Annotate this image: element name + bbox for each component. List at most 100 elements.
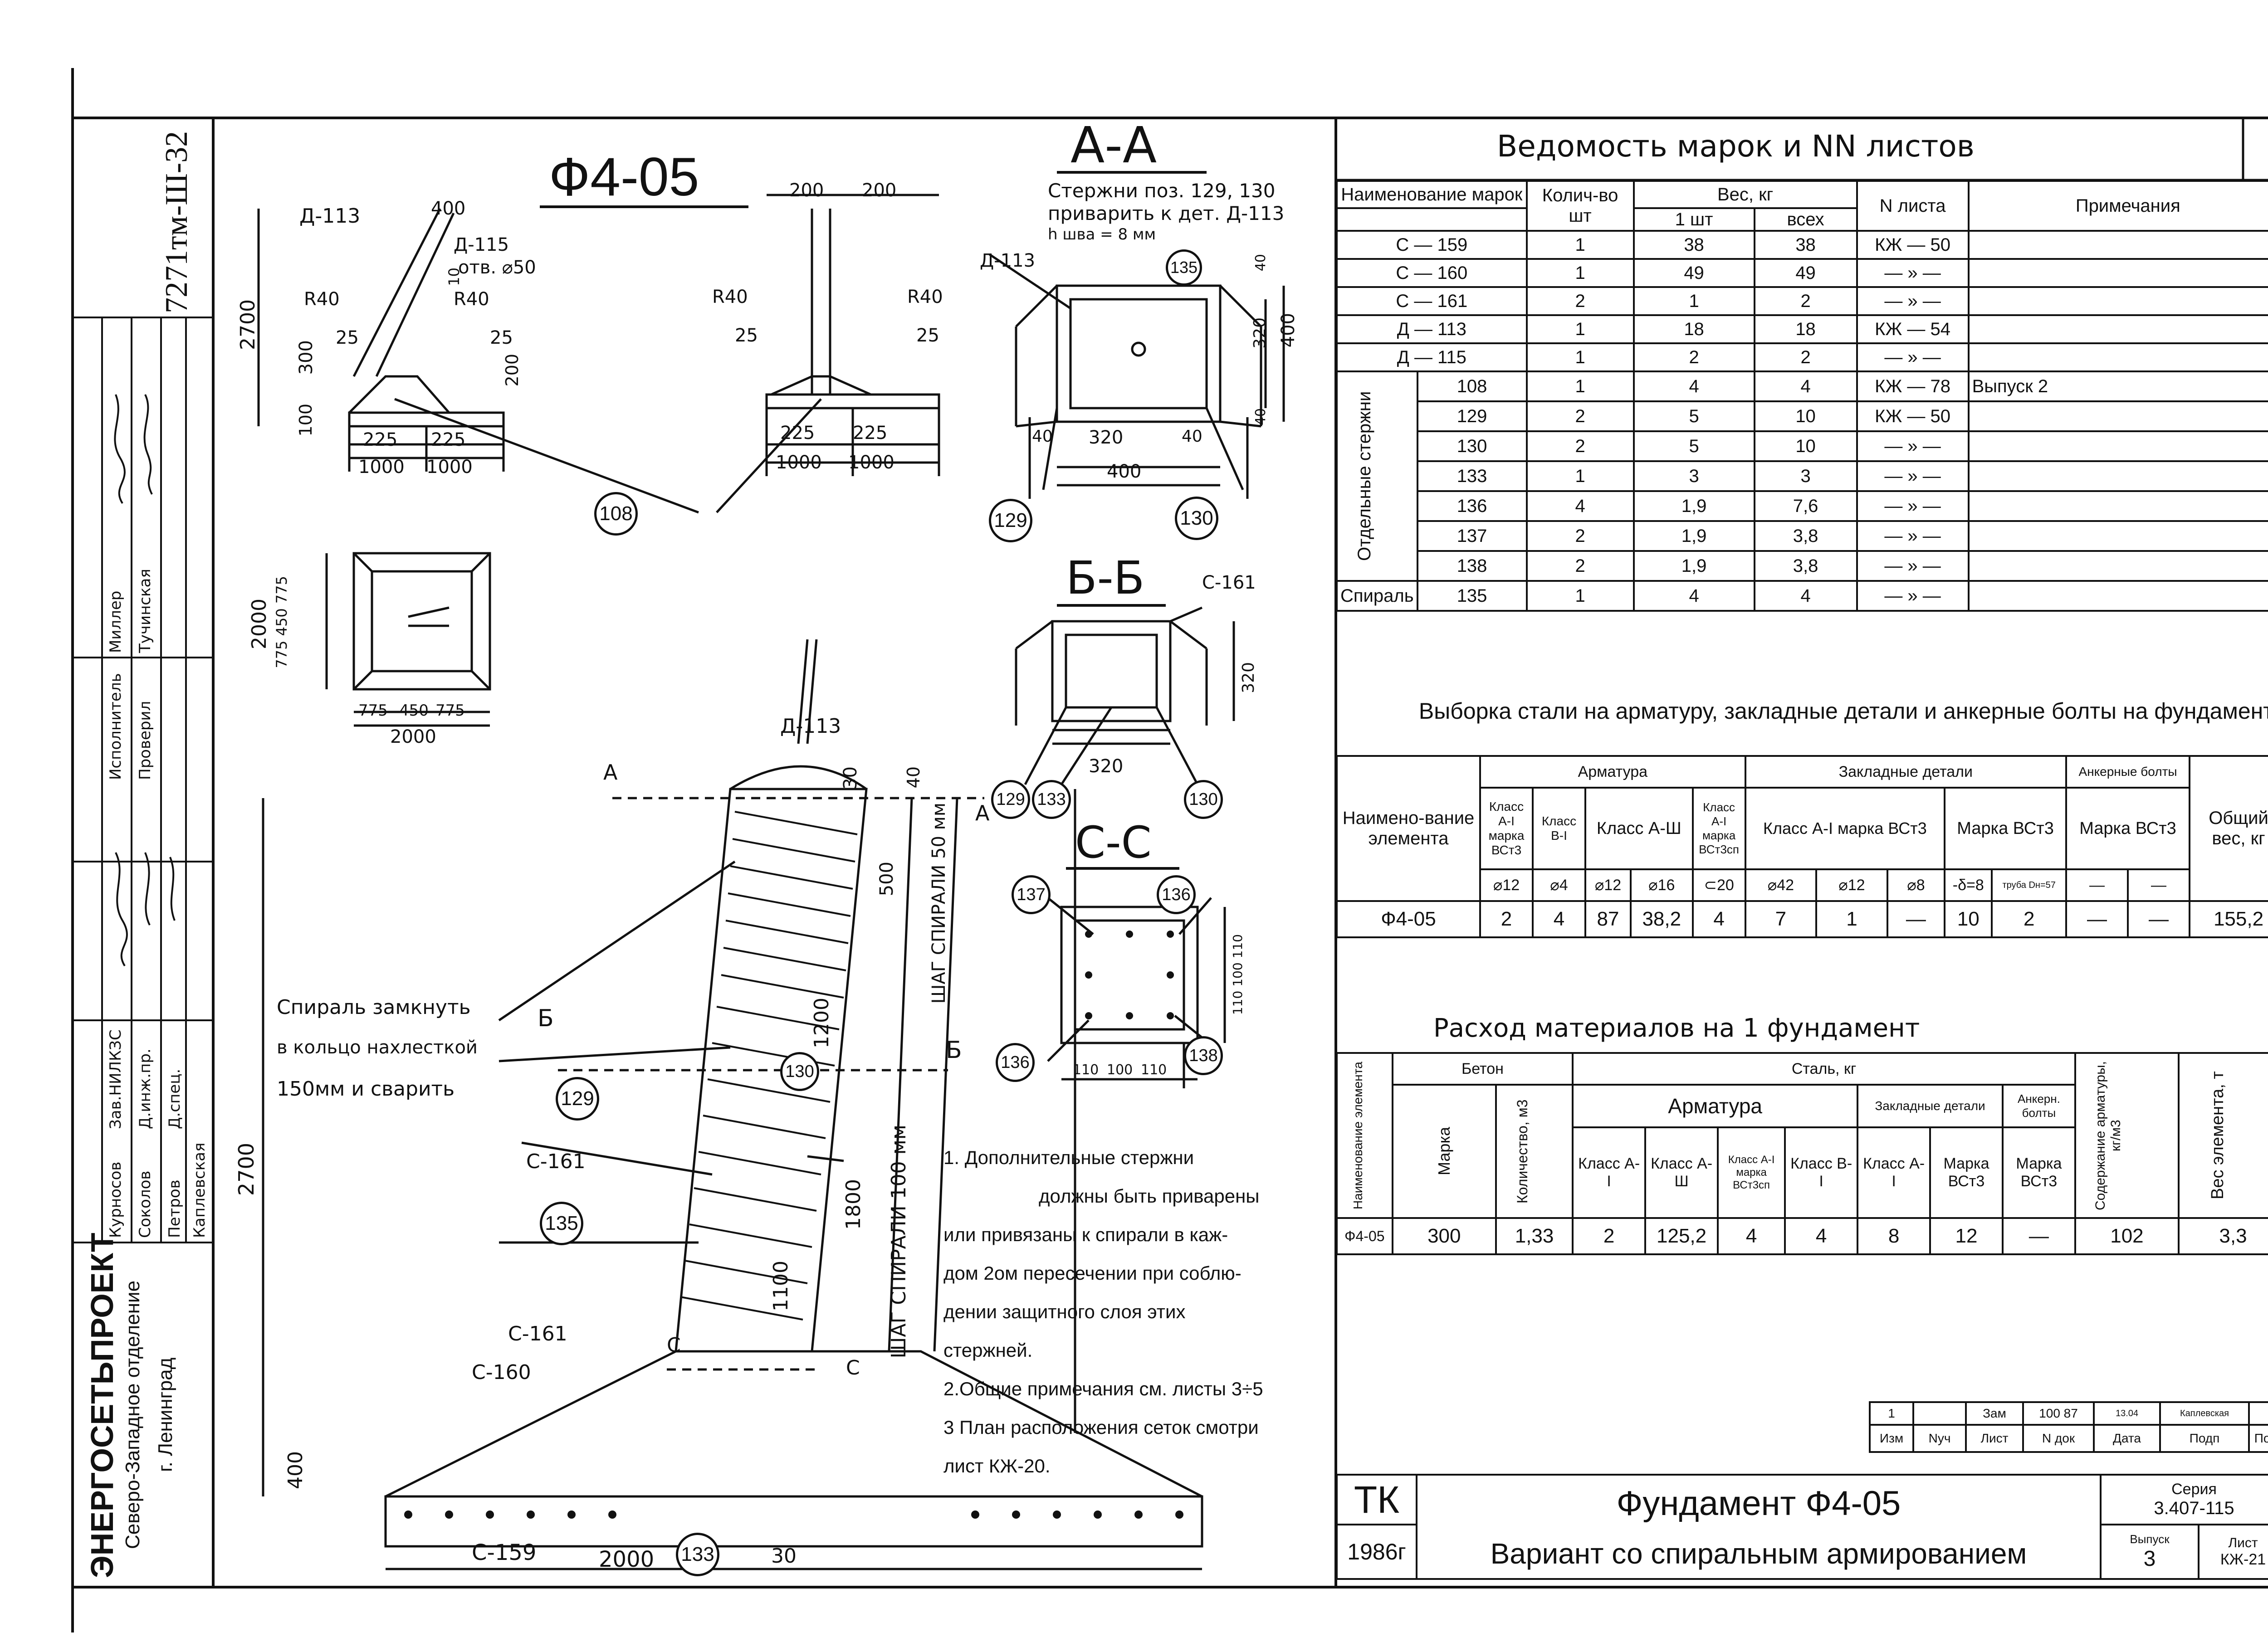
mt2-r-3: 2 xyxy=(1572,1217,1647,1255)
mt-g1-c2: 5 xyxy=(1633,400,1755,432)
el-cut-c2: С xyxy=(846,1356,860,1379)
mt-g3-c0: 133 xyxy=(1416,460,1528,492)
aa-v40b: 40 xyxy=(1253,408,1269,426)
mt-g5-c5 xyxy=(1967,520,2268,552)
mt-g5-c1: 2 xyxy=(1525,520,1635,552)
mv-dim1000b: 1000 xyxy=(426,457,473,478)
mt-g1-c4: КЖ — 50 xyxy=(1856,400,1970,432)
mv-dim200: 200 xyxy=(502,354,522,387)
aa-note-3: h шва = 8 мм xyxy=(1048,225,1156,244)
tb-issue: Выпуск 3 xyxy=(2100,1524,2200,1580)
plan-dim2000v: 2000 xyxy=(248,599,271,649)
el-spiral-note-3: 150мм и сварить xyxy=(277,1077,455,1101)
mt-sp-c5: — » — xyxy=(1856,580,1970,612)
rev-h-3: N док xyxy=(2022,1424,2095,1453)
mt-g2-c0: 130 xyxy=(1416,430,1528,462)
st-r-9: 10 xyxy=(1944,900,1993,938)
mt-r3-c1: 1 xyxy=(1525,314,1635,344)
aa-d40a: 40 xyxy=(1032,427,1053,446)
mt2-h-qty-text: Количество, м3 xyxy=(1514,1099,1530,1204)
st-sub-4: Класс А-I марка ВСт3 xyxy=(1744,787,1946,870)
plan-dim775b: 775 xyxy=(435,702,465,720)
mt2-sub-3: Класс В-I xyxy=(1784,1126,1859,1219)
st-r-4: 38,2 xyxy=(1629,900,1694,938)
note-line: должны быть приварены xyxy=(1039,1185,1260,1207)
stamp-signatures xyxy=(114,394,176,967)
st-sub-5: Марка ВСт3 xyxy=(1944,787,2067,870)
mt-h-name2 xyxy=(1336,207,1528,232)
st-r-13: 155,2 xyxy=(2189,900,2268,938)
stamp-branch: Северо-Западное отделение xyxy=(122,1280,144,1550)
mv-dim100: 100 xyxy=(296,404,316,437)
st-h-arm: Арматура xyxy=(1479,755,1746,789)
mv-dim225b: 225 xyxy=(431,429,466,450)
mt-g0-c1: 1 xyxy=(1525,370,1635,402)
mt2-sub-1: Класс А-Ш xyxy=(1644,1126,1719,1219)
mt-h-notes: Примечания xyxy=(1967,180,2268,232)
mt-g4-c3: 7,6 xyxy=(1753,490,1858,522)
mv-r40c: R40 xyxy=(712,287,748,307)
mt2-h-qty: Количество, м3 xyxy=(1495,1084,1574,1219)
stamp-name-1: Курносов xyxy=(107,1161,125,1238)
note-line: 3 План расположения сеток смотри xyxy=(943,1417,1259,1438)
main-view-title-underline xyxy=(540,205,748,208)
st-d-6: ⌀12 xyxy=(1815,868,1888,902)
cc-bubble-136b: 136 xyxy=(996,1043,1035,1082)
rev-r-2: Зам xyxy=(1965,1401,2024,1426)
st-r-10: 2 xyxy=(1991,900,2067,938)
aa-bubble-129: 129 xyxy=(989,499,1032,542)
stamp-role-3: Д.спец. xyxy=(166,1068,184,1129)
mt-r0-c4: КЖ — 50 xyxy=(1856,230,1970,260)
bb-c161: С-161 xyxy=(1202,572,1256,593)
mv-dim1000d: 1000 xyxy=(848,452,894,473)
st-r-3: 87 xyxy=(1584,900,1632,938)
mt-r4-c4: — » — xyxy=(1856,342,1970,372)
mt-g3-c4: — » — xyxy=(1856,460,1970,492)
mt-h-all: всех xyxy=(1753,207,1858,232)
mt2-r-6: 4 xyxy=(1784,1217,1859,1255)
mt-g3-c1: 1 xyxy=(1525,460,1635,492)
rev-r-5: Каплевская xyxy=(2159,1401,2250,1426)
tb-sheet: Лист КЖ-21 xyxy=(2198,1524,2268,1580)
mt-sp-c1: 135 xyxy=(1416,580,1528,612)
mv-dim1000a: 1000 xyxy=(358,457,405,478)
mt2-r-1: 300 xyxy=(1391,1217,1497,1255)
marks-table-topline xyxy=(1336,118,2268,181)
el-dim1200: 1200 xyxy=(810,998,833,1048)
mt-g6-c1: 2 xyxy=(1525,550,1635,582)
rev-h-0: Изм xyxy=(1869,1424,1914,1453)
bubble-108: 108 xyxy=(594,492,638,536)
mt-r4-c2: 2 xyxy=(1633,342,1755,372)
aa-bubble-130: 130 xyxy=(1175,497,1218,540)
mt-g5-c2: 1,9 xyxy=(1633,520,1755,552)
mt2-r-9: — xyxy=(2001,1217,2076,1255)
el-c159: С-159 xyxy=(472,1540,537,1565)
mt2-sub-2: Класс А-I марка ВСт3сп xyxy=(1717,1126,1786,1219)
mv-dim225d: 225 xyxy=(853,423,888,443)
tb-issue-value: 3 xyxy=(2143,1547,2156,1571)
mt-g4-c1: 4 xyxy=(1525,490,1635,522)
mt-r0-c1: 1 xyxy=(1525,230,1635,260)
mt-g2-c4: — » — xyxy=(1856,430,1970,462)
note-line: дении защитного слоя этих xyxy=(943,1301,1186,1322)
mt-g4-c5 xyxy=(1967,490,2268,522)
mt-group-label-text: Отдельные стержни xyxy=(1354,391,1374,561)
rev-h-6: Подп xyxy=(2248,1424,2268,1453)
el-bubble-133: 133 xyxy=(676,1533,719,1576)
mt-r3-c2: 18 xyxy=(1633,314,1755,344)
rev-r-0: 1 xyxy=(1869,1401,1914,1426)
st-d-1: ⌀4 xyxy=(1532,868,1586,902)
mt-r4-c1: 1 xyxy=(1525,342,1635,372)
mv-dim10: 10 xyxy=(445,268,463,286)
st-h-zd: Закладные детали xyxy=(1744,755,2067,789)
mv-r40b: R40 xyxy=(454,289,489,310)
mt-sp-c6 xyxy=(1967,580,2268,612)
st-h-ab: Анкерные болты xyxy=(2065,755,2191,789)
mv-dim200b: 200 xyxy=(862,180,897,201)
stamp-role-1: Зав.НИЛКЗС xyxy=(107,1029,125,1129)
mt-g6-c4: — » — xyxy=(1856,550,1970,582)
mt-r4-c5 xyxy=(1967,342,2268,372)
mat-table: Наименование элемента Бетон Сталь, кг Со… xyxy=(1336,1052,2268,1255)
el-dim500: 500 xyxy=(876,862,897,897)
st-d-10: — xyxy=(2065,868,2129,902)
